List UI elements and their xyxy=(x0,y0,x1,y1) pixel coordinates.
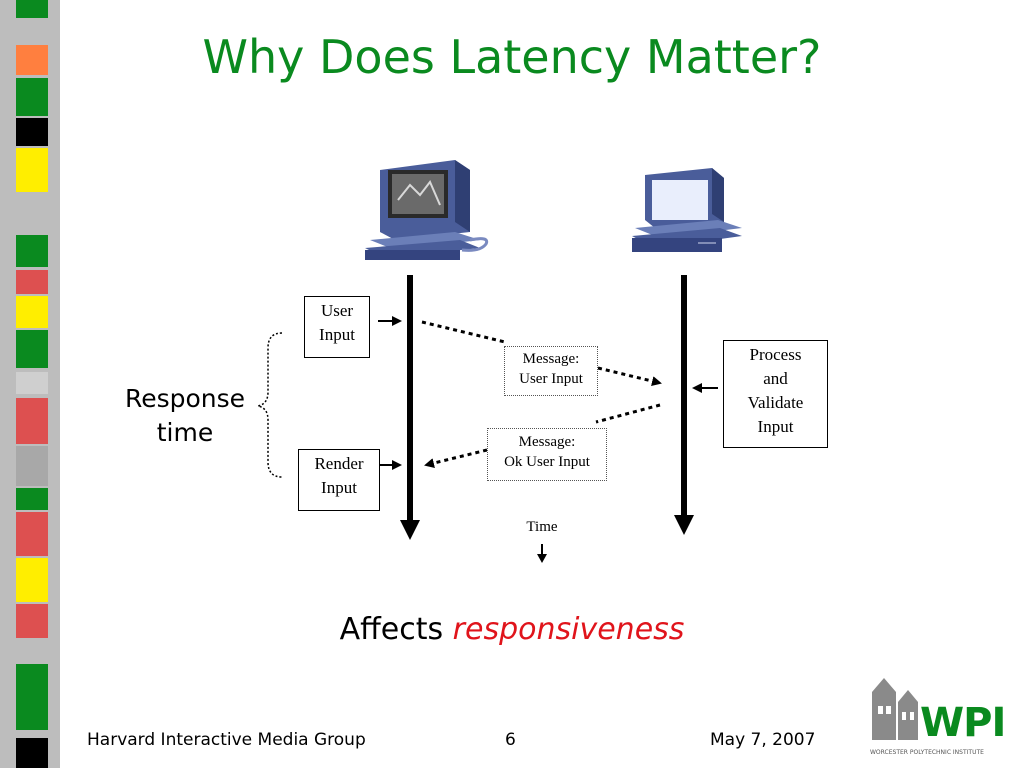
client-computer-icon xyxy=(365,160,487,260)
affects-prefix: Affects xyxy=(340,612,444,647)
footer-date: May 7, 2007 xyxy=(710,730,815,750)
render-input-box: Render Input xyxy=(298,449,380,511)
message-back-line-a xyxy=(596,405,660,422)
message-ok-user-input: Message: Ok User Input xyxy=(487,428,607,481)
message-user-input: Message: User Input xyxy=(504,346,598,396)
affects-caption: Affects responsiveness xyxy=(0,612,1024,647)
wpi-logo-graphic: WPI WORCESTER POLYTECHNIC INSTITUTE xyxy=(868,672,1013,762)
message-back-line-b xyxy=(426,450,487,465)
process-input-box: Process and Validate Input xyxy=(723,340,828,448)
wpi-logo-subtitle: WORCESTER POLYTECHNIC INSTITUTE xyxy=(870,749,984,756)
message-content: Ok User Input xyxy=(488,452,606,472)
message-label: Message: xyxy=(488,432,606,452)
message-out-line-b xyxy=(598,368,660,383)
process-input-label: Process and Validate Input xyxy=(736,343,816,439)
message-out-line-a xyxy=(422,322,505,342)
affects-emphasis: responsiveness xyxy=(453,612,685,647)
user-input-label: User Input xyxy=(310,299,364,347)
footer-organization: Harvard Interactive Media Group xyxy=(87,730,366,750)
response-time-label: Response time xyxy=(100,382,270,450)
message-content: User Input xyxy=(505,369,597,389)
time-label: Time xyxy=(510,519,574,536)
render-input-label: Render Input xyxy=(304,452,374,500)
server-computer-icon xyxy=(632,168,742,252)
user-input-box: User Input xyxy=(304,296,370,358)
wpi-logo: WPI WORCESTER POLYTECHNIC INSTITUTE xyxy=(868,672,1013,762)
message-label: Message: xyxy=(505,349,597,369)
page-number: 6 xyxy=(505,730,516,750)
wpi-logo-text: WPI xyxy=(920,700,1005,746)
